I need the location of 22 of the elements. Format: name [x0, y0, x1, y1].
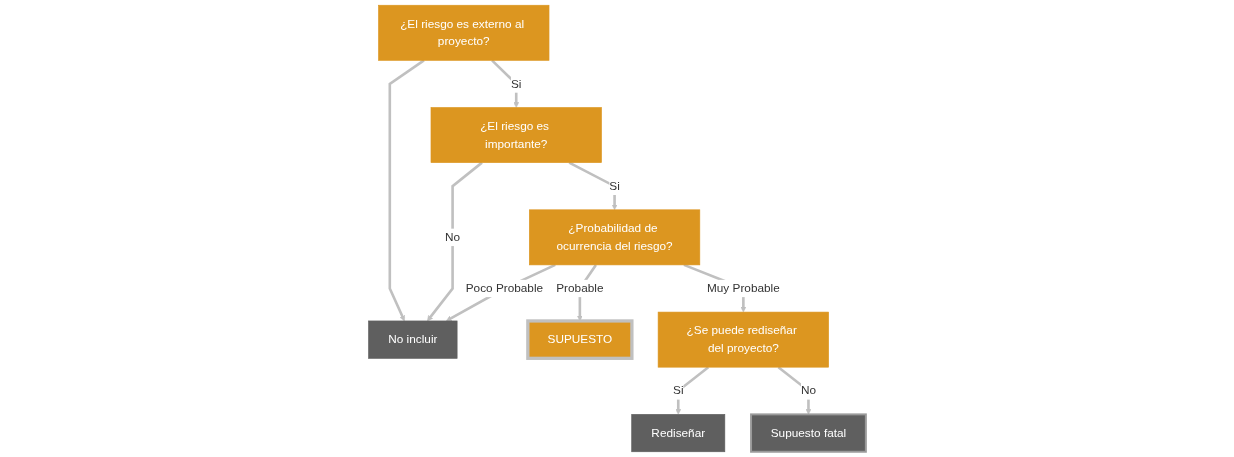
- edge-label: Si: [609, 179, 620, 193]
- edge-label: Si: [510, 77, 522, 91]
- arrow: [445, 263, 556, 322]
- node-box: Supuesto fatal: [749, 413, 867, 453]
- node-box: ¿Se puede rediseñar del proyecto?: [657, 311, 829, 368]
- edge-label: Poco Probable: [465, 281, 543, 295]
- node-box: ¿Probabilidad de ocurrencia del riesgo?: [528, 209, 700, 266]
- edge-label: Muy Probable: [706, 281, 780, 295]
- node-box: SUPUESTO: [526, 319, 634, 360]
- node-box: No incluir: [368, 320, 458, 359]
- node-box: ¿El riesgo es importante?: [430, 107, 602, 163]
- arrow: [388, 59, 425, 322]
- node-box: ¿El riesgo es externo al proyecto?: [378, 4, 550, 61]
- edge-label: Si: [672, 383, 684, 398]
- arrow: [426, 161, 483, 322]
- arrow: [675, 366, 709, 415]
- edge-label: No: [800, 383, 816, 398]
- edge-label: No: [444, 230, 460, 244]
- edge-label: Probable: [556, 281, 604, 295]
- node-box: Rediseñar: [631, 414, 725, 453]
- arrow: [777, 366, 812, 415]
- arrow: [490, 59, 519, 108]
